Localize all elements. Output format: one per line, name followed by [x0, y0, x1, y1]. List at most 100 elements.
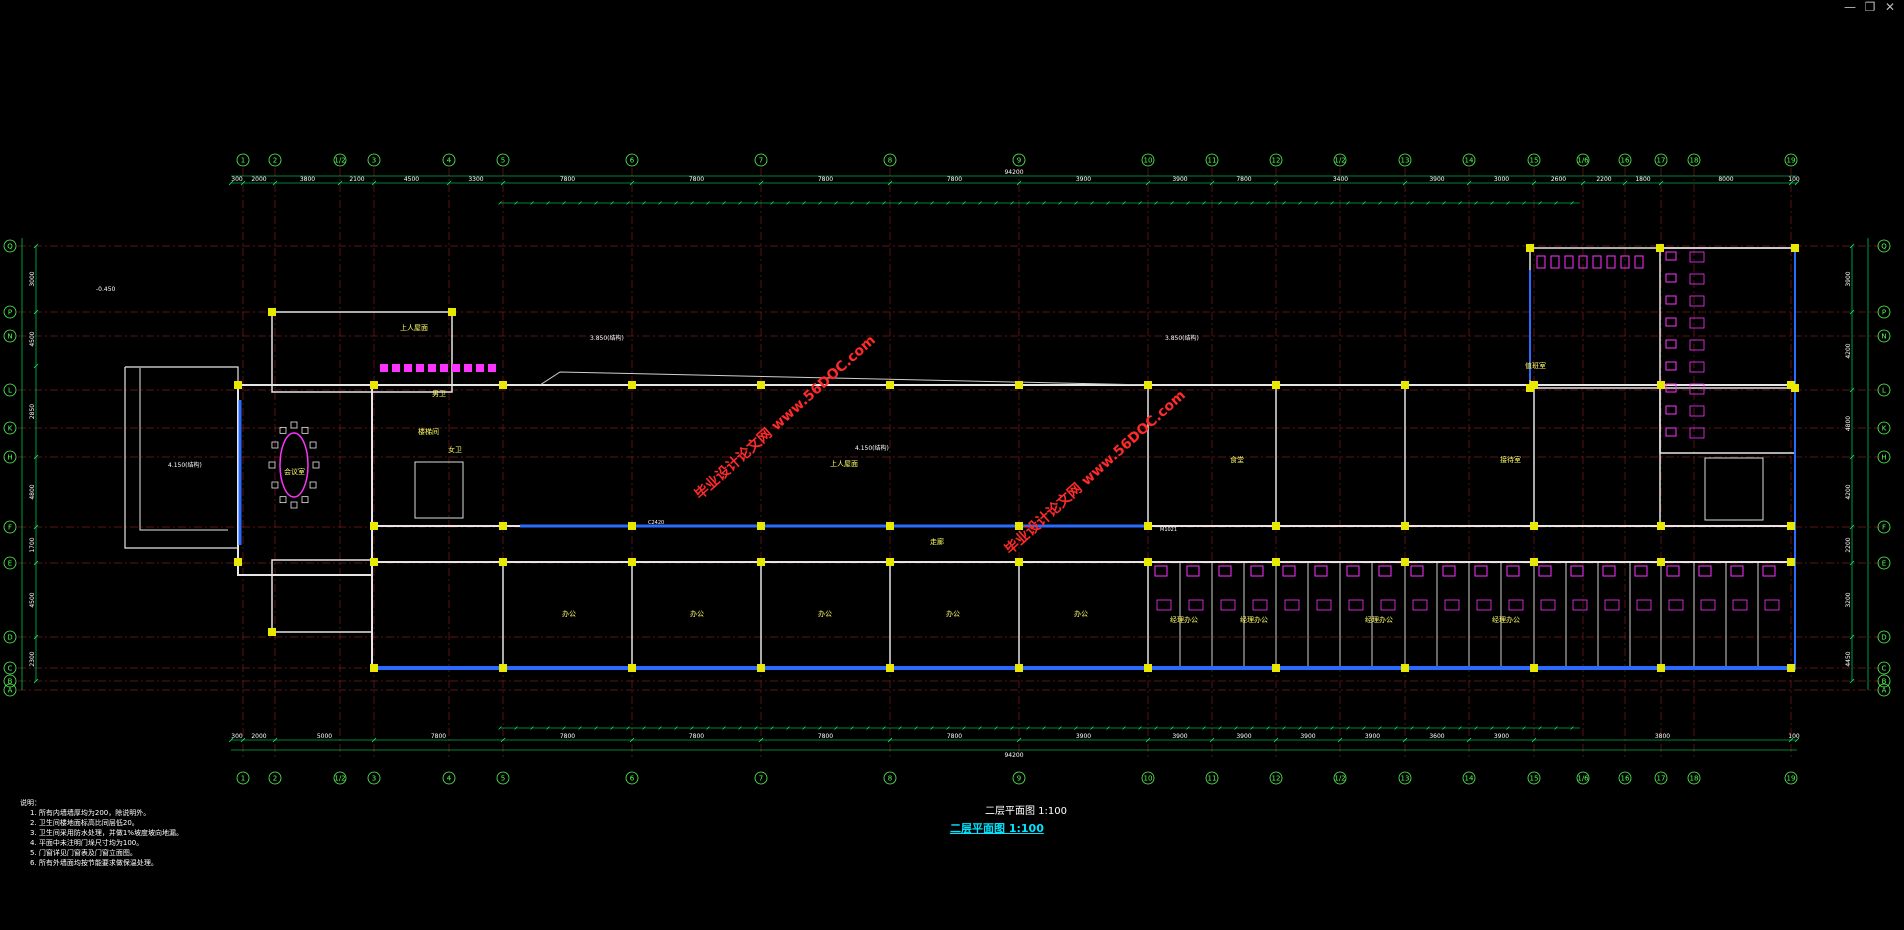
restore-icon[interactable]: ❐ — [1864, 0, 1876, 14]
dim-fine-tick — [770, 201, 774, 205]
desk — [1762, 565, 1776, 577]
desk — [1378, 565, 1392, 577]
dim-bottom-tick — [500, 737, 506, 743]
dim-fine-tick — [1362, 201, 1366, 205]
axis-label-col: 17 — [1657, 775, 1666, 783]
meeting-chair — [309, 441, 317, 449]
column — [1791, 244, 1799, 252]
dim-fine-tick — [610, 201, 614, 205]
dim-top-tick — [1794, 180, 1800, 186]
dim-fine-tick — [1266, 201, 1270, 205]
dim-bottom-text: 3900 — [1300, 733, 1315, 740]
south-annex — [271, 559, 373, 633]
axis-label-row: B — [8, 678, 13, 686]
dim-fine-tick — [1042, 726, 1046, 730]
axis-bubble-col — [1618, 771, 1632, 785]
wc-fixture — [440, 364, 448, 372]
dim-fine-tick — [1474, 726, 1478, 730]
axis-bubble-col — [1618, 153, 1632, 167]
dim-fine-tick — [1522, 201, 1526, 205]
cabinet-east — [1689, 251, 1705, 263]
dim-left-text: 3000 — [29, 271, 36, 286]
room-label-duty: 值班室 — [1525, 361, 1546, 370]
axis-bubble-row — [3, 329, 17, 343]
toilet-fixture — [1564, 255, 1574, 269]
axis-label-col: 8 — [888, 775, 892, 783]
axis-label-row: A — [8, 687, 13, 695]
dim-fine-tick — [962, 726, 966, 730]
dim-fine-tick — [1346, 201, 1350, 205]
column — [628, 381, 636, 389]
dim-bottom-text: 7800 — [947, 733, 962, 740]
dim-top-text: 3400 — [1333, 176, 1348, 183]
dim-fine-tick — [706, 726, 710, 730]
window-controls: — ❐ ✕ — [1842, 0, 1898, 14]
chair — [1348, 599, 1364, 611]
axis-label-col: 2 — [273, 775, 277, 783]
column — [1272, 558, 1280, 566]
axis-bubble-row — [3, 556, 17, 570]
desk-east — [1665, 295, 1677, 305]
chair — [1252, 599, 1268, 611]
dim-bottom-text: 300 — [231, 733, 243, 740]
column — [1657, 381, 1665, 389]
toilet-fixture — [1550, 255, 1560, 269]
dim-fine-tick — [1378, 726, 1382, 730]
column — [1015, 664, 1023, 672]
dim-fine-tick — [674, 726, 678, 730]
axis-label-col: 11 — [1208, 775, 1217, 783]
dim-right-text: 2200 — [1845, 537, 1852, 552]
column — [886, 664, 894, 672]
dim-top-text: 2000 — [251, 176, 266, 183]
drawing-title: 二层平面图 1:100 — [985, 806, 1067, 817]
dim-fine-tick — [1250, 726, 1254, 730]
wc-fixture — [452, 364, 460, 372]
column — [1657, 522, 1665, 530]
room-label-female-toilet: 女卫 — [448, 445, 462, 454]
axis-bubble-row — [1877, 661, 1891, 675]
dim-fine-tick — [1138, 201, 1142, 205]
meeting-chair — [290, 421, 298, 429]
chair — [1316, 599, 1332, 611]
dim-fine-tick — [1330, 726, 1334, 730]
column — [1015, 558, 1023, 566]
axis-label-row: Q — [1881, 243, 1887, 251]
minimize-icon[interactable]: — — [1844, 0, 1856, 14]
axis-bubble-col — [1141, 771, 1155, 785]
chair — [1636, 599, 1652, 611]
close-icon[interactable]: ✕ — [1884, 0, 1896, 14]
dim-fine-tick — [1442, 726, 1446, 730]
dim-fine-tick — [1074, 201, 1078, 205]
axis-bubble-col — [236, 153, 250, 167]
dim-bottom-tick — [371, 737, 377, 743]
axis-label-col: 4 — [447, 157, 452, 165]
chair — [1220, 599, 1236, 611]
axis-bubble-row — [3, 661, 17, 675]
dim-fine-tick — [786, 201, 790, 205]
meeting-chair — [279, 426, 287, 434]
axis-label-row: D — [1881, 634, 1886, 642]
desk — [1602, 565, 1616, 577]
column — [268, 628, 276, 636]
axis-label-col: 1 — [241, 157, 245, 165]
dim-left-text: 1700 — [29, 537, 36, 552]
toilet-fixture — [1634, 255, 1644, 269]
column — [757, 558, 765, 566]
dim-fine-tick — [674, 201, 678, 205]
east-wing-north — [1529, 247, 1796, 389]
dim-left-text: 4500 — [29, 331, 36, 346]
dim-fine-tick — [1186, 726, 1190, 730]
wc-fixture — [488, 364, 496, 372]
cabinet-east — [1689, 405, 1705, 417]
axis-label-col: 14 — [1465, 157, 1474, 165]
dim-fine-tick — [802, 726, 806, 730]
column — [628, 558, 636, 566]
axis-bubble-col — [1012, 771, 1026, 785]
cabinet-east — [1689, 339, 1705, 351]
dim-bottom-tick — [1337, 737, 1343, 743]
dim-fine-tick — [1426, 201, 1430, 205]
cabinet-east — [1689, 383, 1705, 395]
desk — [1698, 565, 1712, 577]
dim-fine-tick — [1090, 726, 1094, 730]
axis-bubble-col — [367, 153, 381, 167]
